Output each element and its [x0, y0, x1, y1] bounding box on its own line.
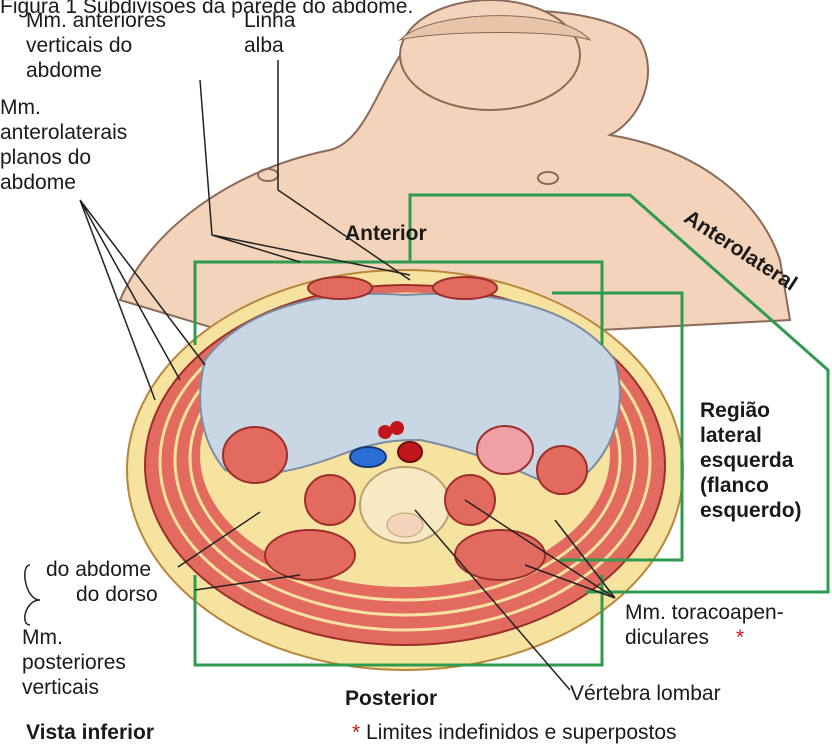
back-muscle-left	[265, 530, 355, 580]
rectus-left	[308, 277, 372, 299]
label-mm-anteriores: Mm. anteriores verticais do abdome	[26, 8, 166, 83]
footnote-text: Limites indefinidos e superpostos	[360, 721, 676, 744]
label-vertebra-lombar: Vértebra lombar	[570, 681, 721, 706]
label-vista-inferior: Vista inferior	[26, 720, 154, 745]
quadratus-left	[305, 475, 355, 525]
label-anterior: Anterior	[345, 221, 427, 246]
label-mm-anterolaterais: Mm. anterolaterais planos do abdome	[0, 95, 127, 195]
brace-mm-posteriores	[25, 565, 40, 625]
rectus-right	[433, 277, 497, 299]
vena-cava	[350, 447, 386, 467]
quadratus-right	[445, 475, 495, 525]
asterisk-icon: *	[736, 625, 744, 650]
left-organ	[223, 427, 287, 483]
label-mm-toracoapendiculares: Mm. toracoapen- diculares	[625, 600, 784, 650]
footnote: * Limites indefinidos e superpostos	[352, 720, 677, 745]
label-do-abdome: do abdome	[46, 557, 151, 582]
small-vessel-1	[378, 425, 392, 439]
label-do-dorso: do dorso	[76, 582, 158, 607]
footnote-asterisk-icon: *	[352, 721, 360, 744]
small-vessel-2	[390, 421, 404, 435]
right-kidney	[477, 426, 533, 474]
label-posterior: Posterior	[345, 686, 437, 711]
aorta	[398, 442, 422, 462]
label-mm-posteriores: Mm. posteriores verticais	[22, 625, 126, 700]
label-regiao-lateral: Região lateral esquerda (flanco esquerdo…	[700, 398, 802, 523]
vertebra-canal	[387, 513, 423, 537]
label-linha-alba: Linha alba	[244, 8, 295, 58]
right-organ	[537, 446, 587, 494]
